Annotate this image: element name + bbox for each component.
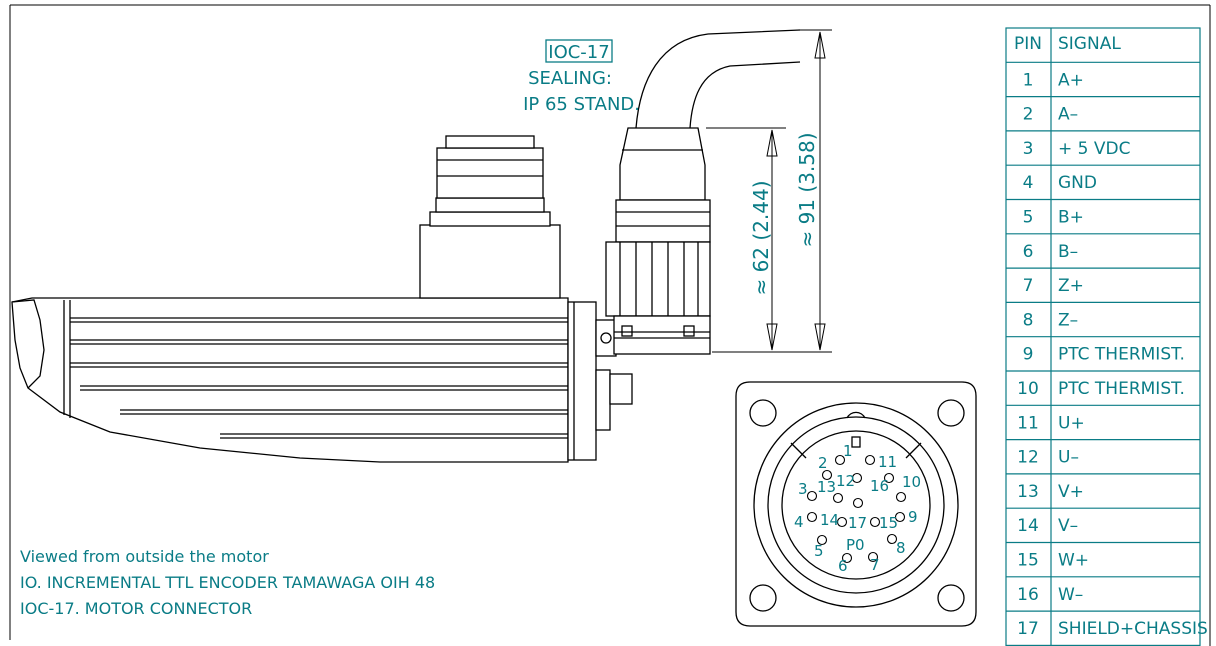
pin-number: 10 <box>902 473 921 491</box>
pin-number: 14 <box>820 511 839 529</box>
table-header-pin: PIN <box>1014 34 1042 54</box>
table-header-signal: SIGNAL <box>1058 34 1121 54</box>
pin-number: 17 <box>848 514 867 532</box>
pin-number: 11 <box>878 453 897 471</box>
table-cell-pin: 12 <box>1017 448 1039 468</box>
note-line: IOC-17. MOTOR CONNECTOR <box>20 599 252 618</box>
table-row: 9 PTC THERMIST. <box>1023 345 1185 365</box>
table-cell-signal: PTC THERMIST. <box>1058 345 1185 365</box>
table-cell-signal: PTC THERMIST. <box>1058 379 1185 399</box>
table-cell-pin: 16 <box>1017 585 1039 605</box>
table-cell-signal: U– <box>1058 448 1079 468</box>
table-cell-signal: SHIELD+CHASSIS <box>1058 619 1208 639</box>
table-cell-pin: 10 <box>1017 379 1039 399</box>
pin-number: 9 <box>908 508 918 526</box>
table-cell-pin: 4 <box>1023 173 1034 193</box>
table-row: 14 V– <box>1017 516 1078 536</box>
connector-pin-holes <box>806 454 907 564</box>
table-cell-signal: W– <box>1058 585 1083 605</box>
table-row: 13 V+ <box>1017 482 1084 502</box>
pin-signal-table: PIN SIGNAL 1 A+ 2 A– 3 + 5 VDC 4 GND 5 B+ 6 B– 7 Z+ 8 Z… <box>1005 27 1208 646</box>
table-row: 5 B+ <box>1023 208 1084 228</box>
pin-number: 12 <box>836 472 855 490</box>
pin-number: 15 <box>879 514 898 532</box>
table-row: 6 B– <box>1023 242 1079 262</box>
pin-number: 5 <box>814 542 824 560</box>
table-cell-signal: V+ <box>1058 482 1084 502</box>
table-cell-pin: 14 <box>1017 516 1039 536</box>
table-row: 4 GND <box>1023 173 1097 193</box>
table-cell-signal: Z– <box>1058 310 1078 330</box>
table-row: 11 U+ <box>1017 413 1085 433</box>
table-cell-pin: 8 <box>1023 310 1034 330</box>
dimension-long: ≈ 91 (3.58) <box>795 132 819 247</box>
pin-number: 2 <box>818 454 828 472</box>
table-row: 8 Z– <box>1023 310 1079 330</box>
table-cell-signal: GND <box>1058 173 1097 193</box>
pin-number: 6 <box>838 557 848 575</box>
table-cell-signal: U+ <box>1058 413 1085 433</box>
table-cell-signal: Z+ <box>1058 276 1084 296</box>
connector-pin-numbers: 1 2 3 4 5 6 7 8 9 10 11 12 13 14 15 16 1… <box>794 442 921 575</box>
table-cell-pin: 1 <box>1023 70 1034 90</box>
dimension-short: ≈ 62 (2.44) <box>749 180 773 295</box>
encoder-connector <box>419 135 561 299</box>
note-line: Viewed from outside the motor <box>20 547 269 566</box>
table-cell-pin: 3 <box>1023 139 1034 159</box>
table-cell-signal: + 5 VDC <box>1058 139 1130 159</box>
table-cell-signal: V– <box>1058 516 1078 536</box>
connector-code-box <box>545 39 613 63</box>
table-cell-signal: A– <box>1058 105 1078 125</box>
table-cell-signal: B+ <box>1058 208 1084 228</box>
table-cell-pin: 6 <box>1023 242 1034 262</box>
pin-number: 8 <box>896 539 906 557</box>
pin-number: 4 <box>794 513 804 531</box>
table-cell-pin: 17 <box>1017 619 1039 639</box>
table-cell-pin: 15 <box>1017 551 1039 571</box>
table-row: 1 A+ <box>1023 70 1084 90</box>
table-row: 15 W+ <box>1017 551 1089 571</box>
table-cell-pin: 2 <box>1023 105 1034 125</box>
dimension-lines <box>706 29 832 353</box>
pin-number: 1 <box>843 442 853 460</box>
table-row: 2 A– <box>1023 105 1079 125</box>
table-row: 3 + 5 VDC <box>1023 139 1131 159</box>
pin-number: 13 <box>817 478 836 496</box>
pin-number: 7 <box>870 556 880 574</box>
table-row: 12 U– <box>1017 448 1079 468</box>
connector-code: IOC-17 <box>548 42 609 63</box>
pin-number: P0 <box>846 536 865 554</box>
table-cell-pin: 5 <box>1023 208 1034 228</box>
table-row: 16 W– <box>1017 585 1083 605</box>
table-cell-pin: 11 <box>1017 413 1039 433</box>
note-line: IO. INCREMENTAL TTL ENCODER TAMAWAGA OIH… <box>20 573 435 592</box>
table-row: 17 SHIELD+CHASSIS <box>1017 619 1208 639</box>
connector-ip-rating: IP 65 STAND. <box>523 94 640 115</box>
table-cell-signal: A+ <box>1058 70 1084 90</box>
table-cell-pin: 9 <box>1023 345 1034 365</box>
table-grid <box>1005 27 1201 646</box>
table-cell-signal: W+ <box>1058 551 1089 571</box>
table-row: 7 Z+ <box>1023 276 1084 296</box>
drawing-notes: Viewed from outside the motor IO. INCREM… <box>20 547 435 618</box>
connector-front-view <box>735 381 977 627</box>
table-cell-pin: 7 <box>1023 276 1034 296</box>
pin-number: 3 <box>798 480 808 498</box>
motor-side-view <box>11 297 633 463</box>
table-row: 10 PTC THERMIST. <box>1017 379 1185 399</box>
table-cell-signal: B– <box>1058 242 1078 262</box>
motor-connector <box>605 29 801 355</box>
pin-number: 16 <box>870 477 889 495</box>
connector-sealing: SEALING: <box>528 68 612 89</box>
table-cell-pin: 13 <box>1017 482 1039 502</box>
